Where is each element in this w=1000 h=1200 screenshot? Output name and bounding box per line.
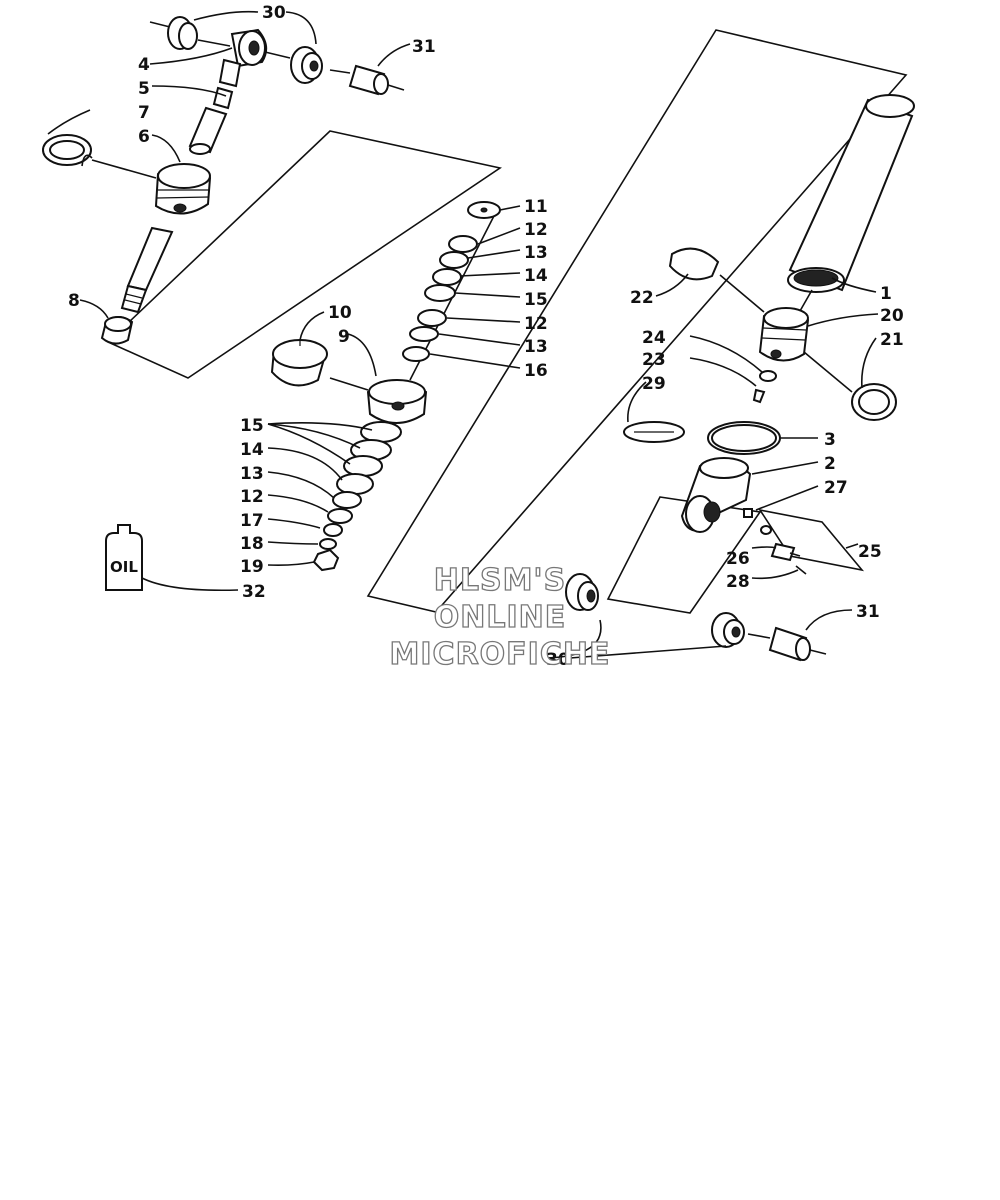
large-o-ring [707,421,781,455]
decal [623,421,685,443]
rod-spacer [188,106,228,155]
callout-6: 6 [138,127,150,147]
lower-bushing-left [565,573,599,611]
callout-30-top: 30 [262,3,286,23]
callout-22: 22 [630,288,654,308]
callout-7: 7 [138,103,150,123]
watermark-line-3: MICROFICHE [390,637,611,672]
callout-30-bottom: 30 [546,650,570,670]
valve-kit-parts [743,508,807,575]
callout-20: 20 [880,306,904,326]
callout-23: 23 [642,350,666,370]
callout-21: 21 [880,330,904,350]
callout-16: 16 [524,361,548,381]
callout-28: 28 [726,572,750,592]
small-washer [759,370,777,382]
callout-13-b: 13 [524,337,548,357]
callout-13-c: 13 [240,464,264,484]
piston-assembly-frame [106,130,503,379]
callout-12-c: 12 [240,487,264,507]
bumper [100,316,134,345]
callout-10: 10 [328,303,352,323]
callout-11: 11 [524,197,548,217]
watermark: HLSM'S ONLINE MICROFICHE [389,562,611,672]
upper-sleeve [329,64,405,96]
seal-head [91,159,212,215]
body-ring [668,247,720,281]
upper-bushing-left [149,16,198,50]
callout-24: 24 [642,328,666,348]
oil-bottle-label: OIL [110,558,138,576]
callout-12-b: 12 [524,314,548,334]
callout-4: 4 [138,55,150,75]
callout-3: 3 [824,430,836,450]
o-ring-upper [42,134,92,166]
oil-bottle: OIL [105,524,143,591]
callout-19: 19 [240,557,264,577]
callout-1: 1 [880,284,892,304]
body-cap [719,274,853,393]
callout-14-b: 14 [240,440,264,460]
callout-31-top: 31 [412,37,436,57]
callout-5: 5 [138,79,150,99]
schrader-valve [752,388,766,404]
callout-15-a: 15 [524,290,548,310]
shock-body [779,94,915,347]
callout-32: 32 [242,582,266,602]
callout-29: 29 [642,374,666,394]
callout-17: 17 [240,511,264,531]
lower-eye [680,457,752,533]
callout-12-a: 12 [524,220,548,240]
lower-bushing-right [711,612,771,648]
valve-kit-frame [758,508,865,572]
watermark-line-1: HLSM'S [434,563,566,598]
piston-ring [270,339,328,387]
body-assembly-frame [366,29,908,613]
lower-sleeve [768,626,827,662]
watermark-line-2: ONLINE [434,600,567,635]
leader-lines [47,10,879,659]
callout-2: 2 [824,454,836,474]
callout-8: 8 [68,291,80,311]
lower-shim-stack [312,421,402,572]
rod-eye [197,28,268,88]
o-ring-right [851,383,897,421]
callout-25: 25 [858,542,882,562]
callout-labels: 30 31 4 5 7 6 8 10 9 11 12 13 14 15 12 1… [68,3,904,670]
callout-26: 26 [726,549,750,569]
upper-bushing-right [264,46,323,84]
piston-rod [120,226,174,314]
callout-31-bottom: 31 [856,602,880,622]
callout-15-b: 15 [240,416,264,436]
upper-shim-stack [402,201,501,362]
callout-27: 27 [824,478,848,498]
callout-18: 18 [240,534,264,554]
callout-14-a: 14 [524,266,548,286]
jam-nut [212,86,234,110]
callout-13-a: 13 [524,243,548,263]
callout-9: 9 [338,327,350,347]
